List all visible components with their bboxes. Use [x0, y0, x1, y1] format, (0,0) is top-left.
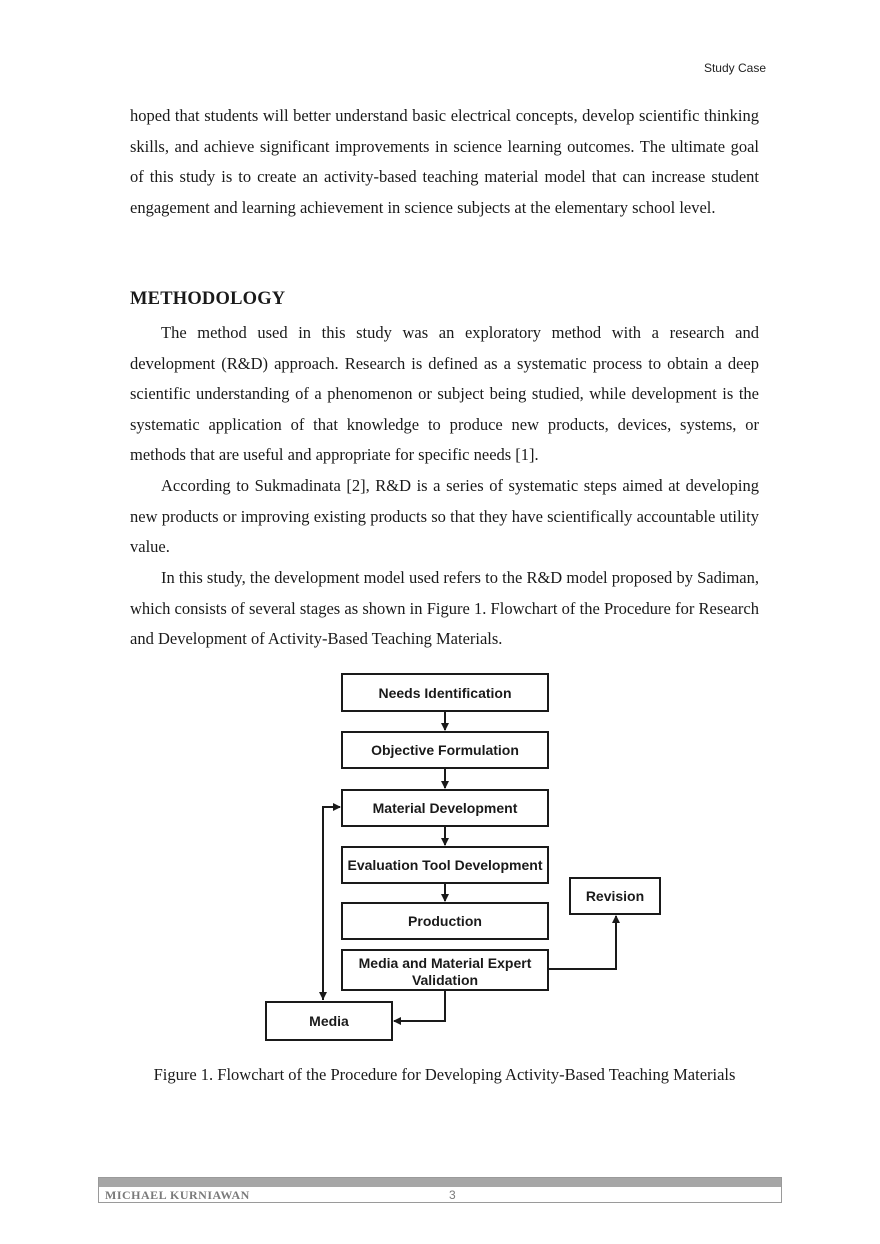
footer-author: MICHAEL KURNIAWAN [105, 1188, 250, 1202]
running-header: Study Case [703, 61, 766, 75]
flow-step-label: Objective Formulation [371, 742, 519, 758]
flow-step-label: Material Development [373, 800, 518, 816]
flow-connectors [319, 711, 620, 1025]
flow-step-needs-identification: Needs Identification [341, 673, 549, 712]
arrow-to-revision [548, 915, 620, 970]
flow-step-label-line2: Validation [412, 972, 478, 988]
flow-step-evaluation-tool-development: Evaluation Tool Development [341, 846, 549, 884]
page-number: 3 [449, 1188, 456, 1202]
footer-bar [99, 1178, 781, 1187]
flow-step-revision: Revision [569, 877, 661, 915]
flow-step-label: Evaluation Tool Development [348, 857, 543, 873]
flow-step-production: Production [341, 902, 549, 940]
intro-paragraph: hoped that students will better understa… [130, 106, 759, 217]
flow-step-label: Production [408, 913, 482, 929]
flowchart-figure: Needs Identification Objective Formulati… [265, 673, 661, 1041]
methodology-paragraph-3: In this study, the development model use… [130, 568, 759, 649]
methodology-paragraph-2: According to Sukmadinata [2], R&D is a s… [130, 476, 759, 557]
flow-step-label: Needs Identification [378, 685, 511, 701]
flow-step-label: Media [309, 1013, 349, 1029]
methodology-paragraph-1: The method used in this study was an exp… [130, 323, 759, 465]
arrow-to-media [393, 990, 446, 1025]
figure-caption: Figure 1. Flowchart of the Procedure for… [153, 1065, 736, 1084]
flow-step-expert-validation: Media and Material Expert Validation [341, 949, 549, 991]
flow-step-media: Media [265, 1001, 393, 1041]
section-heading-methodology: METHODOLOGY [130, 289, 286, 309]
flow-step-label-line1: Media and Material Expert [359, 955, 532, 971]
flow-step-objective-formulation: Objective Formulation [341, 731, 549, 769]
arrow-feedback-up [322, 803, 341, 1000]
flow-step-label: Revision [586, 888, 644, 904]
page-footer: MICHAEL KURNIAWAN 3 [98, 1177, 782, 1203]
flow-step-material-development: Material Development [341, 789, 549, 827]
